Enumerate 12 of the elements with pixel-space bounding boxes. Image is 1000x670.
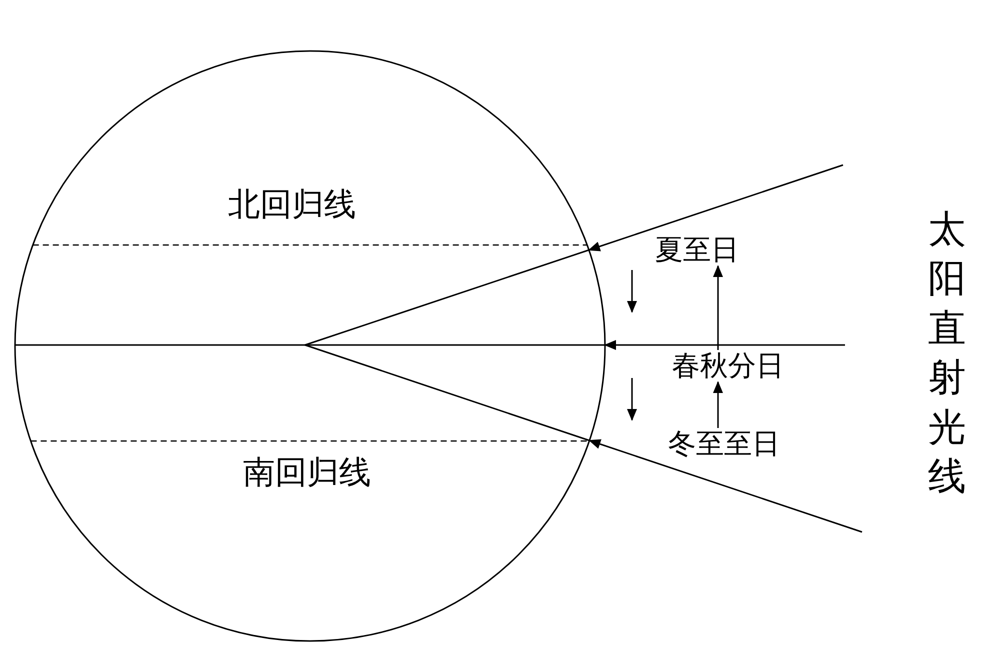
sun-ray-arrow — [604, 340, 845, 350]
tropic-label: 南回归线 — [243, 456, 371, 488]
arrow — [713, 381, 723, 428]
arrow — [713, 265, 723, 350]
earth-circle — [14, 50, 606, 642]
season-label: 春秋分日 — [672, 352, 784, 380]
tropic-label: 北回归线 — [228, 188, 356, 220]
vertical-label: 太阳直射光线 — [928, 206, 966, 500]
season-label: 夏至日 — [655, 236, 739, 264]
sun-ray-arrow — [588, 439, 862, 533]
season-label: 冬至至日 — [668, 430, 780, 458]
sun-ray-arrow — [588, 164, 844, 252]
